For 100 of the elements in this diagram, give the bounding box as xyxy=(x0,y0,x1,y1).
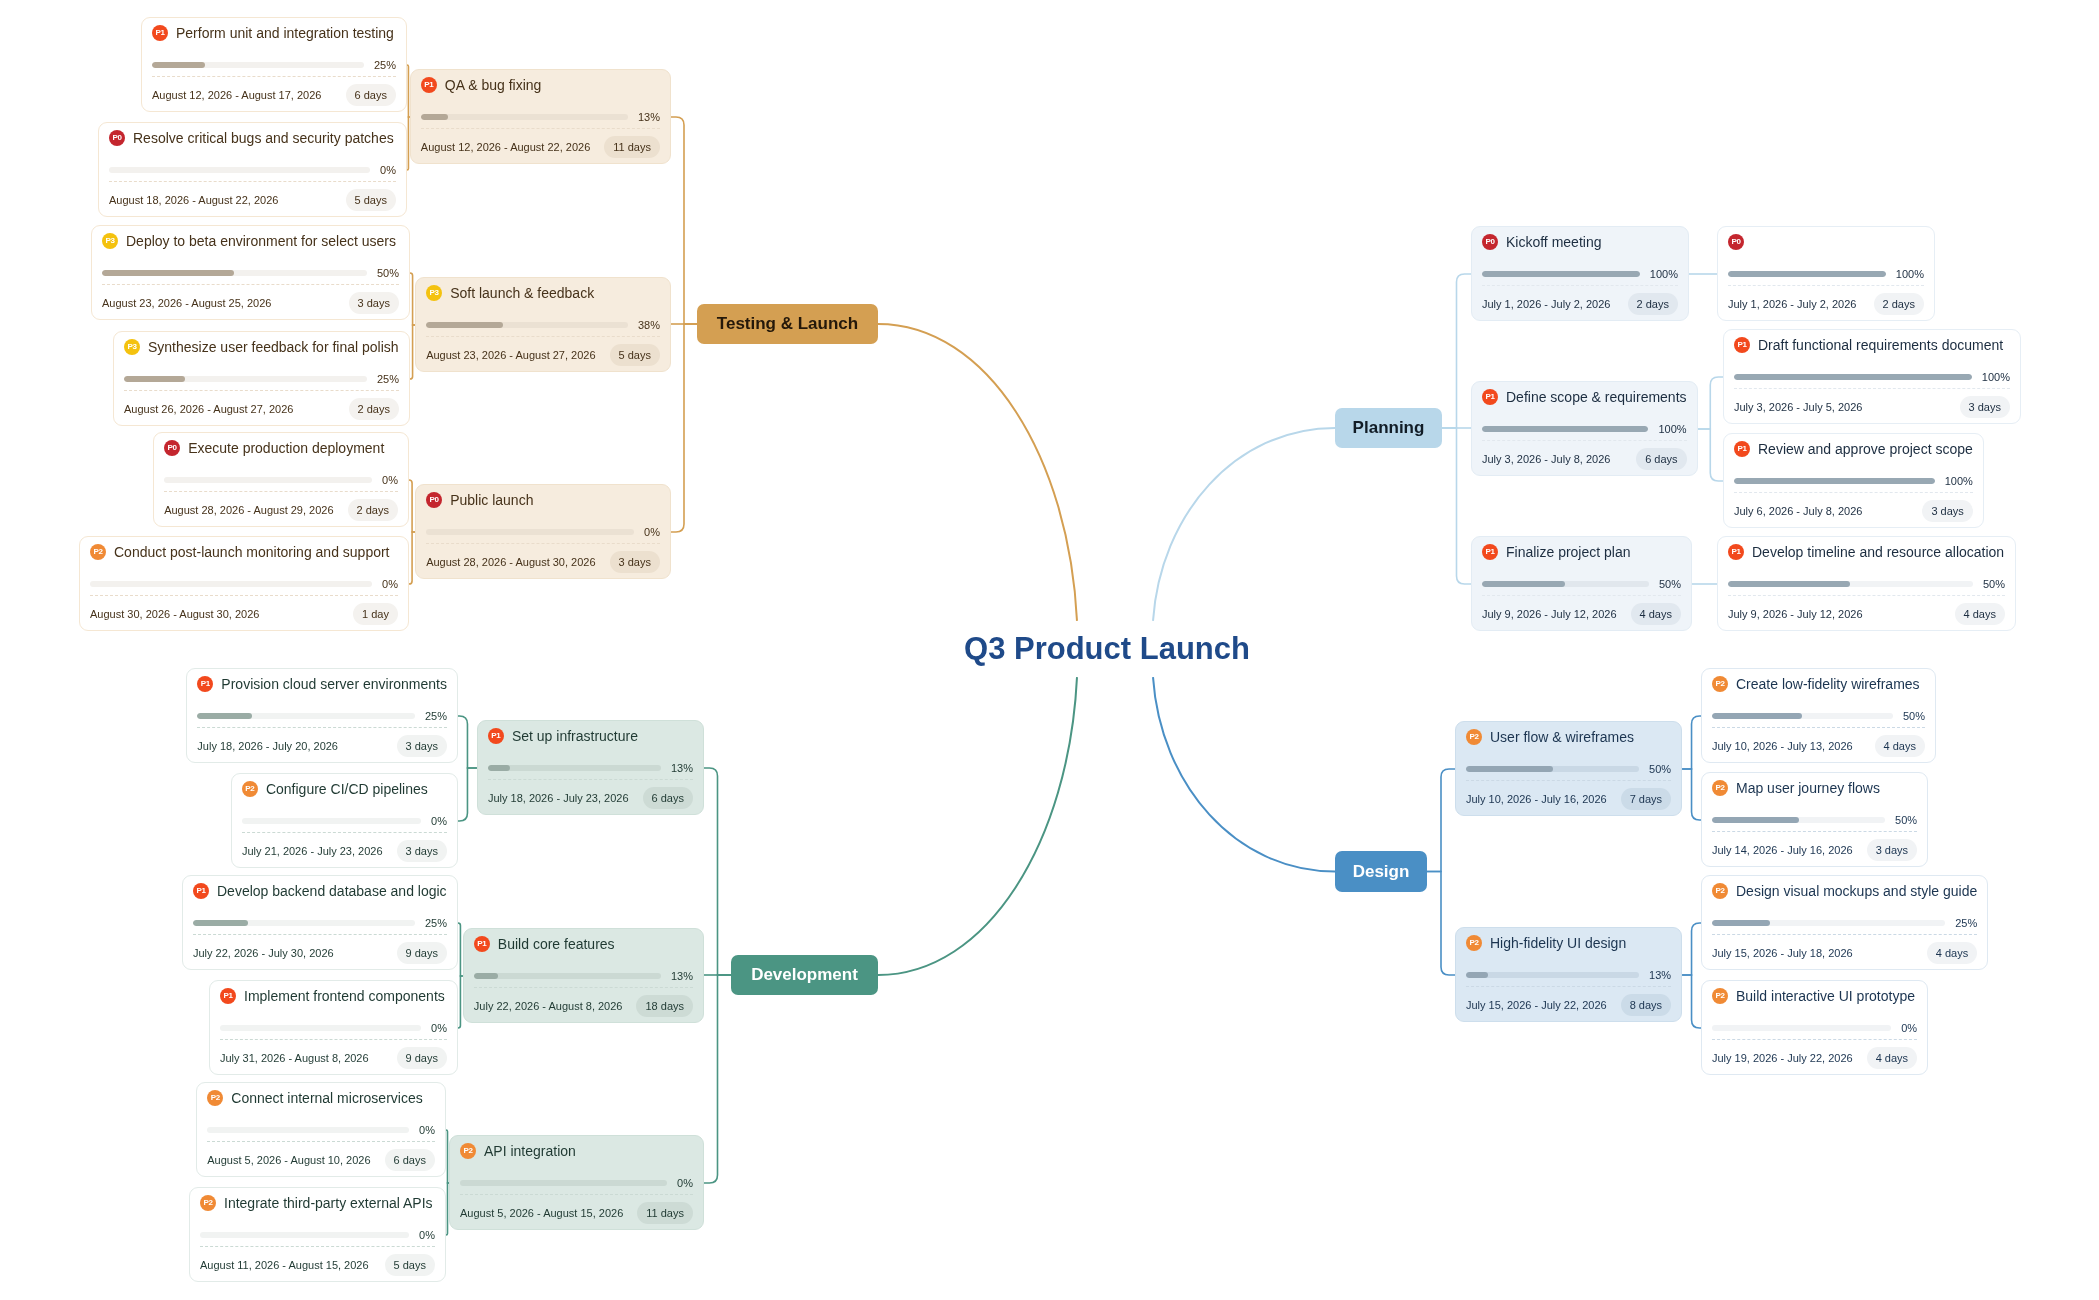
connector-line xyxy=(408,479,416,533)
priority-badge: P0 xyxy=(1482,234,1498,250)
priority-badge: P3 xyxy=(124,339,140,355)
task-title: Implement frontend components xyxy=(244,987,445,1005)
priority-badge: P1 xyxy=(1734,441,1750,457)
priority-badge: P2 xyxy=(1466,935,1482,951)
priority-badge: P0 xyxy=(1728,234,1744,250)
date-range: August 12, 2026 - August 17, 2026 xyxy=(152,88,322,102)
connector-line xyxy=(1152,427,1336,622)
task-card xyxy=(182,875,458,970)
progress-percent: 13% xyxy=(670,761,693,775)
duration-chip: 2 days xyxy=(348,398,399,420)
task-card xyxy=(1701,875,1989,970)
task-card xyxy=(141,17,407,112)
connector-line xyxy=(1688,273,1718,275)
progress-percent: 0% xyxy=(677,1176,693,1190)
progress-percent: 25% xyxy=(424,916,447,930)
connector-line xyxy=(1691,583,1718,585)
priority-badge: P2 xyxy=(1466,729,1482,745)
progress-percent: 100% xyxy=(1944,474,1973,488)
task-card xyxy=(1701,668,1936,763)
date-range: July 9, 2026 - July 12, 2026 xyxy=(1728,607,1863,621)
task-title: Create low-fidelity wireframes xyxy=(1736,675,1920,693)
task-card xyxy=(1701,980,1929,1075)
connector-line xyxy=(457,922,464,977)
priority-badge: P1 xyxy=(197,676,214,692)
date-range: July 9, 2026 - July 12, 2026 xyxy=(1482,607,1617,621)
progress-percent: 100% xyxy=(1981,370,2010,384)
duration-chip: 4 days xyxy=(1630,603,1681,625)
branch-topic: Development xyxy=(731,955,878,995)
priority-badge: P2 xyxy=(1712,883,1728,899)
progress-percent: 25% xyxy=(373,58,396,72)
task-title: Configure CI/CD pipelines xyxy=(265,780,428,798)
task-title: Provision cloud server environments xyxy=(221,675,447,693)
progress-percent: 13% xyxy=(637,110,660,124)
priority-badge: P0 xyxy=(109,130,125,146)
date-range: August 28, 2026 - August 30, 2026 xyxy=(426,555,596,569)
task-title: Define scope & requirements xyxy=(1506,388,1687,406)
priority-badge: P1 xyxy=(1482,544,1498,560)
task-card xyxy=(1717,536,2016,631)
connector-line xyxy=(1681,768,1702,821)
task-card xyxy=(98,122,407,217)
progress-percent: 13% xyxy=(1649,968,1672,982)
priority-badge: P1 xyxy=(1734,337,1750,353)
task-card xyxy=(1471,226,1689,321)
date-range: July 10, 2026 - July 13, 2026 xyxy=(1712,739,1853,753)
date-range: August 28, 2026 - August 29, 2026 xyxy=(164,503,334,517)
task-card xyxy=(476,720,704,815)
task-card xyxy=(1455,927,1683,1022)
task-title: QA & bug fixing xyxy=(444,76,542,94)
task-card xyxy=(186,668,458,763)
progress-percent: 100% xyxy=(1895,267,1924,281)
progress-percent: 0% xyxy=(382,473,398,487)
progress-percent: 50% xyxy=(1895,813,1918,827)
priority-badge: P3 xyxy=(102,233,118,249)
date-range: August 11, 2026 - August 15, 2026 xyxy=(200,1258,369,1272)
task-card xyxy=(196,1082,446,1177)
task-card xyxy=(153,432,409,527)
priority-badge: P2 xyxy=(200,1195,216,1211)
date-range: August 5, 2026 - August 10, 2026 xyxy=(207,1153,371,1167)
task-title: Deploy to beta environment for select users xyxy=(126,232,397,250)
connector-line xyxy=(409,272,416,326)
progress-percent: 50% xyxy=(1982,577,2005,591)
duration-chip: 9 days xyxy=(396,942,447,964)
progress-percent: 0% xyxy=(1901,1021,1918,1035)
progress-percent: 0% xyxy=(382,577,398,591)
date-range: July 18, 2026 - July 20, 2026 xyxy=(197,739,338,753)
priority-badge: P2 xyxy=(460,1143,476,1159)
date-range: August 23, 2026 - August 27, 2026 xyxy=(426,348,596,362)
date-range: July 21, 2026 - July 23, 2026 xyxy=(241,844,383,858)
task-card xyxy=(415,277,671,372)
progress-percent: 0% xyxy=(644,525,660,539)
progress-percent: 25% xyxy=(424,709,447,723)
priority-badge: P0 xyxy=(164,440,181,456)
branch-topic: Testing & Launch xyxy=(697,304,878,344)
connector-line xyxy=(1681,974,1702,1029)
progress-percent: 0% xyxy=(419,1123,435,1137)
task-card xyxy=(1455,721,1683,816)
duration-chip: 5 days xyxy=(345,189,396,211)
connector-line xyxy=(445,1182,450,1236)
task-title: Review and approve project scope xyxy=(1758,440,1973,458)
priority-badge: P2 xyxy=(207,1090,224,1106)
date-range: August 30, 2026 - August 30, 2026 xyxy=(90,607,260,621)
priority-badge: P2 xyxy=(1712,780,1728,796)
progress-percent: 0% xyxy=(431,814,447,828)
task-title: Resolve critical bugs and security patches xyxy=(133,129,394,147)
progress-percent: 100% xyxy=(1649,267,1678,281)
task-title: Design visual mockups and style guide xyxy=(1736,882,1978,900)
date-range: July 14, 2026 - July 16, 2026 xyxy=(1712,843,1853,857)
duration-chip: 2 days xyxy=(1873,293,1924,315)
task-title: Execute production deployment xyxy=(188,439,385,457)
connector-line xyxy=(408,531,416,585)
connector-line xyxy=(877,676,1078,976)
date-range: August 12, 2026 - August 22, 2026 xyxy=(420,140,591,154)
progress-percent: 25% xyxy=(1955,916,1978,930)
task-card xyxy=(1717,226,1935,321)
duration-chip: 6 days xyxy=(345,84,396,106)
priority-badge: P1 xyxy=(487,728,504,744)
task-title: Perform unit and integration testing xyxy=(176,24,394,42)
date-range: July 19, 2026 - July 22, 2026 xyxy=(1712,1051,1853,1065)
